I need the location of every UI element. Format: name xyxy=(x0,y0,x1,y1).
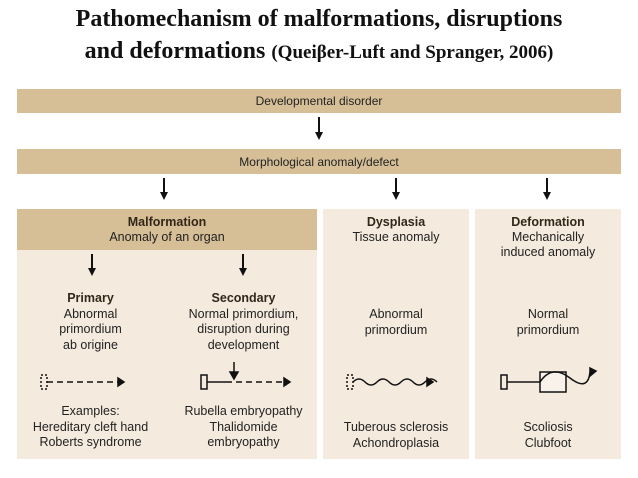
dysplasia-mechanism: Abnormal primordium xyxy=(323,307,469,338)
slide-title-line2: and deformations (Queiβer-Luft and Spran… xyxy=(0,38,638,65)
dysplasia-mechanism-1: Abnormal xyxy=(369,307,423,321)
primary-mechanism-1: Abnormal xyxy=(63,306,118,321)
morphological-anomaly-box: Morphological anomaly/defect xyxy=(17,149,621,174)
title-citation: (Queiβer-Luft and Spranger, 2006) xyxy=(271,42,554,63)
malformation-header: Malformation Anomaly of an organ xyxy=(17,209,317,250)
primary-example-3: Roberts syndrome xyxy=(39,435,142,449)
disruption-arrow-icon xyxy=(200,362,292,390)
deformation-title: Deformation xyxy=(511,215,585,229)
secondary-box: Secondary Normal primordium, disruption … xyxy=(170,285,317,459)
secondary-mechanism-2: disruption during xyxy=(197,322,290,336)
dysplasia-title: Dysplasia xyxy=(366,215,426,229)
primary-mechanism-3: ab origine xyxy=(63,337,118,352)
secondary-title: Secondary xyxy=(211,291,276,305)
dysplasia-mechanism-2: primordium xyxy=(364,322,428,337)
abnormal-primordium-dashed-arrow-icon xyxy=(40,374,126,390)
mechanical-deformation-arrow-icon xyxy=(500,366,598,393)
dysplasia-example-2: Achondroplasia xyxy=(352,435,440,450)
dysplasia-example-1: Tuberous sclerosis xyxy=(343,420,449,434)
secondary-example-3: embryopathy xyxy=(207,435,280,449)
dysplasia-panel xyxy=(323,209,469,459)
wavy-tissue-arrow-icon xyxy=(346,374,438,390)
primary-box: Primary Abnormal primordium ab origine xyxy=(17,285,164,459)
slide-title-line1: Pathomechanism of malformations, disrupt… xyxy=(75,6,563,32)
deformation-panel xyxy=(475,209,621,459)
secondary-mechanism-3: development xyxy=(207,337,280,352)
deformation-examples: Scoliosis Clubfoot xyxy=(475,420,621,451)
deformation-header: Deformation Mechanically induced anomaly xyxy=(475,209,621,275)
secondary-examples: Rubella embryopathy Thalidomide embryopa… xyxy=(170,404,317,451)
malformation-subtitle: Anomaly of an organ xyxy=(109,230,225,244)
primary-mechanism-2: primordium xyxy=(59,322,122,336)
deformation-subtitle-1: Mechanically xyxy=(511,230,585,244)
dysplasia-subtitle: Tissue anomaly xyxy=(352,230,440,244)
primary-title: Primary xyxy=(67,291,114,305)
deformation-example-1: Scoliosis xyxy=(523,420,573,434)
deformation-subtitle-2: induced anomaly xyxy=(500,245,596,259)
title-main: and deformations xyxy=(84,38,266,64)
deformation-mechanism: Normal primordium xyxy=(475,307,621,338)
developmental-disorder-box: Developmental disorder xyxy=(17,89,621,113)
primary-example-2: Hereditary cleft hand xyxy=(32,419,149,434)
dysplasia-examples: Tuberous sclerosis Achondroplasia xyxy=(323,420,469,451)
secondary-example-2: Thalidomide xyxy=(209,419,278,434)
secondary-mechanism-1: Normal primordium, xyxy=(188,306,299,321)
deformation-mechanism-2: primordium xyxy=(516,322,580,337)
primary-examples: Examples: Hereditary cleft hand Roberts … xyxy=(17,404,164,451)
deformation-example-2: Clubfoot xyxy=(524,435,572,450)
malformation-title: Malformation xyxy=(127,215,207,229)
deformation-mechanism-1: Normal xyxy=(527,307,569,321)
dysplasia-header: Dysplasia Tissue anomaly xyxy=(323,209,469,275)
primary-example-1: Examples: xyxy=(61,404,120,418)
secondary-example-1: Rubella embryopathy xyxy=(184,404,303,418)
